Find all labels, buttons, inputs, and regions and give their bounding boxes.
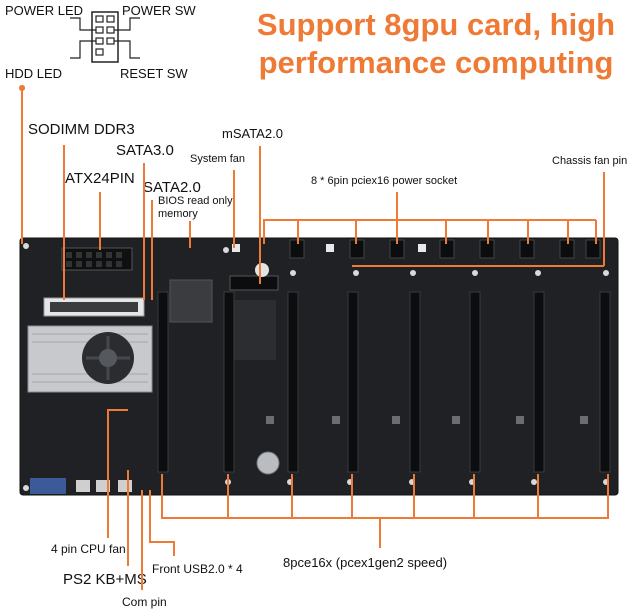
pcie-slots-label: 8pce16x (pcex1gen2 speed) [283,555,448,570]
power-led-label: POWER LED [5,3,84,18]
power-sw-label: POWER SW [122,3,196,18]
headline-line-2: performance computing [258,45,614,80]
power-socket-label: 8 * 6pin pciex16 power socket [311,175,458,187]
system-fan-label: System fan [190,153,246,165]
leader-lines [21,88,609,590]
bios-label: BIOS read only memory [158,195,233,220]
com-pin-label: Com pin [122,595,167,609]
headline-line-1: Support 8gpu card, high [256,7,616,42]
hdd-led-label: HDD LED [5,66,63,81]
motherboard [19,237,619,496]
front-usb-label: Front USB2.0 * 4 [152,562,243,576]
chassis-fan-label: Chassis fan pin [552,155,628,167]
cpu-fan-label: 4 pin CPU fan [51,542,126,556]
msata-label: mSATA2.0 [222,126,283,141]
ps2-label: PS2 KB+MS [63,571,147,588]
front-panel-header [19,11,140,91]
sata20-label: SATA2.0 [143,179,201,196]
sata30-label: SATA3.0 [116,142,174,159]
sodimm-label: SODIMM DDR3 [28,121,135,138]
headline: Support 8gpu card, high performance comp… [236,6,636,82]
reset-sw-label: RESET SW [120,66,188,81]
atx24-label: ATX24PIN [65,170,135,187]
